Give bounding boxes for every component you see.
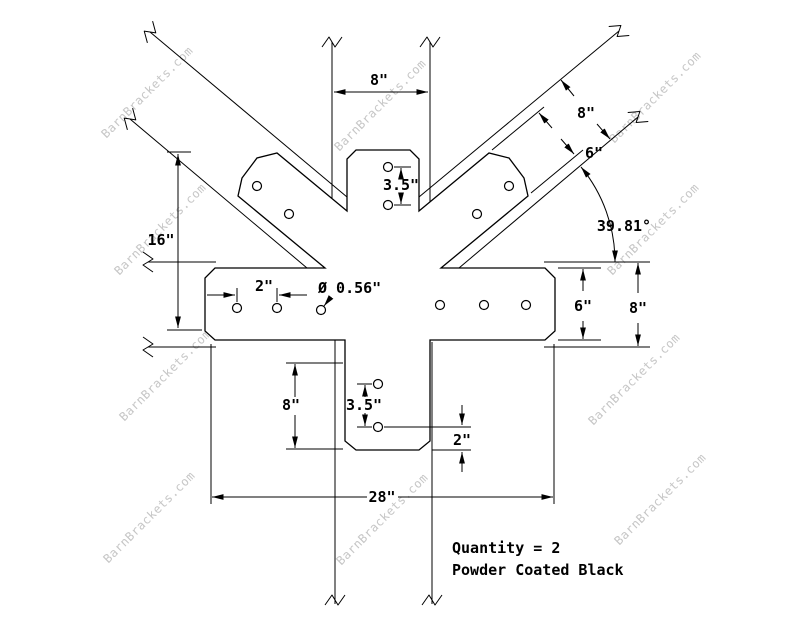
dim-label: 6" bbox=[574, 297, 592, 315]
watermark-text: BarnBrackets.com bbox=[101, 469, 198, 566]
dim-line bbox=[560, 138, 575, 155]
bolt-hole bbox=[251, 180, 263, 192]
bolt-hole bbox=[382, 199, 394, 211]
dim-left-hole-spacing: 2" bbox=[207, 277, 307, 302]
break-mark bbox=[608, 24, 630, 38]
break-mark bbox=[143, 20, 157, 44]
beams bbox=[129, 30, 650, 604]
extension-line bbox=[491, 106, 545, 151]
extension-line bbox=[530, 149, 584, 194]
bolt-hole bbox=[471, 208, 483, 220]
bolt-hole bbox=[382, 161, 394, 173]
break-mark bbox=[142, 336, 154, 358]
bolt-holes bbox=[231, 161, 532, 433]
dim-label: 8" bbox=[282, 396, 300, 414]
finish-note: Powder Coated Black bbox=[452, 561, 624, 579]
bolt-hole bbox=[478, 299, 490, 311]
dim-label: 28" bbox=[368, 488, 395, 506]
watermark-text: BarnBrackets.com bbox=[112, 181, 209, 278]
dim-top-hole-spacing: 3.5" bbox=[383, 166, 419, 206]
watermark-text: BarnBrackets.com bbox=[334, 471, 431, 568]
watermark-text: BarnBrackets.com bbox=[612, 451, 709, 548]
break-mark bbox=[123, 107, 137, 131]
bolt-hole bbox=[372, 421, 384, 433]
dim-line bbox=[596, 123, 611, 140]
bolt-hole bbox=[372, 378, 384, 390]
dim-label: 3.5" bbox=[383, 176, 419, 194]
angle-arc bbox=[580, 166, 618, 263]
break-marks bbox=[123, 20, 649, 606]
dim-line bbox=[560, 79, 575, 97]
bracket-plate-outline bbox=[204, 149, 556, 451]
dim-bottom-offset: 8" bbox=[282, 362, 343, 450]
dim-label: 8" bbox=[370, 71, 388, 89]
dim-label: Ø 0.56" bbox=[317, 279, 381, 297]
dim-bottom-hole-spacing: 3.5" bbox=[346, 383, 382, 428]
dim-overall-width: 28" bbox=[210, 344, 555, 506]
dim-top-post-width: 8" bbox=[334, 71, 428, 95]
leader-line bbox=[323, 295, 334, 307]
watermark-text: BarnBrackets.com bbox=[586, 331, 683, 428]
bolt-hole bbox=[503, 180, 515, 192]
break-mark bbox=[627, 110, 649, 124]
left-brace-lower-edge bbox=[129, 118, 308, 269]
dim-label: 2" bbox=[255, 277, 273, 295]
break-mark bbox=[142, 251, 154, 273]
dim-right-plate-height: 6" bbox=[558, 267, 601, 341]
break-mark bbox=[321, 36, 343, 48]
notes: Quantity = 2 Powder Coated Black bbox=[452, 539, 624, 579]
dim-brace-angle: 39.81° bbox=[580, 166, 651, 263]
dim-label: 8" bbox=[629, 299, 647, 317]
dim-bottom-edge-distance: 2" bbox=[384, 405, 471, 472]
bolt-hole bbox=[231, 302, 243, 314]
quantity-note: Quantity = 2 bbox=[452, 539, 560, 557]
left-brace-upper-edge bbox=[149, 31, 348, 198]
dim-line bbox=[538, 112, 553, 129]
break-mark bbox=[421, 594, 443, 606]
dim-right-beam-height: 8" bbox=[629, 263, 647, 346]
dim-label: 6" bbox=[585, 144, 603, 162]
bolt-hole bbox=[434, 299, 446, 311]
watermark-text: BarnBrackets.com bbox=[117, 327, 214, 424]
dim-label: 39.81° bbox=[597, 217, 651, 235]
dim-hole-diameter: Ø 0.56" bbox=[317, 279, 381, 307]
dim-label: 16" bbox=[147, 231, 174, 249]
right-brace-upper-edge bbox=[418, 30, 620, 198]
dim-label: 2" bbox=[453, 431, 471, 449]
break-mark bbox=[324, 594, 346, 606]
dim-label: 3.5" bbox=[346, 396, 382, 414]
bolt-hole bbox=[283, 208, 295, 220]
dim-label: 8" bbox=[577, 104, 595, 122]
bolt-hole bbox=[520, 299, 532, 311]
break-mark bbox=[419, 36, 441, 48]
dim-left-height: 16" bbox=[147, 151, 202, 331]
bolt-hole bbox=[271, 302, 283, 314]
dim-brace-plate-width: 6" bbox=[491, 106, 603, 194]
bolt-hole bbox=[315, 304, 327, 316]
dim-brace-width: 8" bbox=[560, 79, 611, 140]
right-brace-lower-edge bbox=[458, 116, 639, 269]
